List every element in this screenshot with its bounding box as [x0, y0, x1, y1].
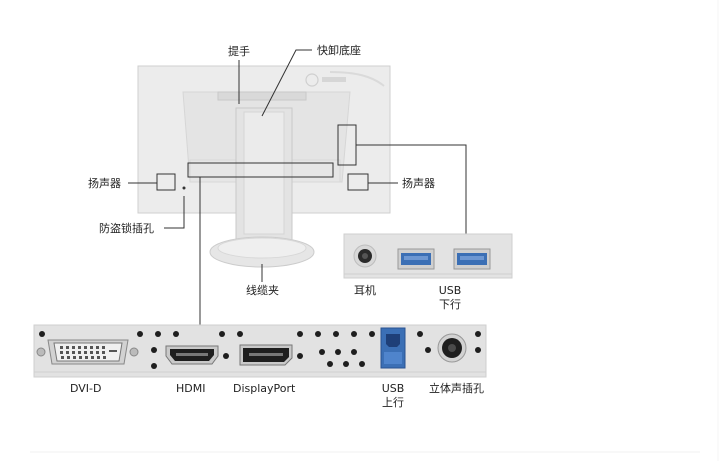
usb-downstream-port-1	[397, 248, 435, 270]
label-headphone: 耳机	[354, 284, 376, 297]
label-quick-release: 快卸底座	[317, 44, 361, 57]
label-usb-downstream-2: 下行	[439, 298, 461, 311]
usb-upstream-port	[380, 327, 406, 369]
label-dvi: DVI-D	[70, 382, 102, 395]
label-displayport: DisplayPort	[233, 382, 296, 395]
label-handle: 提手	[228, 45, 250, 58]
label-cable-clip: 线缆夹	[246, 284, 279, 297]
speaker-left-box	[156, 173, 176, 191]
label-stereo-jack: 立体声插孔	[429, 382, 484, 395]
hdmi-port	[165, 345, 219, 365]
speaker-right-box	[347, 173, 369, 191]
stand-base	[209, 236, 315, 268]
displayport-port	[239, 344, 293, 366]
label-speaker-right: 扬声器	[402, 177, 435, 190]
carry-handle	[217, 91, 307, 101]
headphone-jack	[353, 244, 377, 268]
stand-neck	[235, 107, 293, 241]
security-slot-mark	[182, 186, 186, 190]
label-usb-upstream-2: 上行	[382, 396, 404, 409]
callout-lines	[128, 49, 467, 326]
label-usb-downstream-1: USB	[438, 284, 462, 297]
label-security-slot: 防盗锁插孔	[99, 222, 154, 235]
usb-downstream-port-2	[453, 248, 491, 270]
vent-holes	[39, 331, 481, 369]
label-speaker-left: 扬声器	[88, 177, 121, 190]
label-hdmi: HDMI	[176, 382, 206, 395]
stereo-jack	[437, 333, 467, 363]
port-area-box	[187, 162, 334, 178]
dvi-d-port	[36, 339, 139, 365]
label-usb-upstream-1: USB	[381, 382, 405, 395]
